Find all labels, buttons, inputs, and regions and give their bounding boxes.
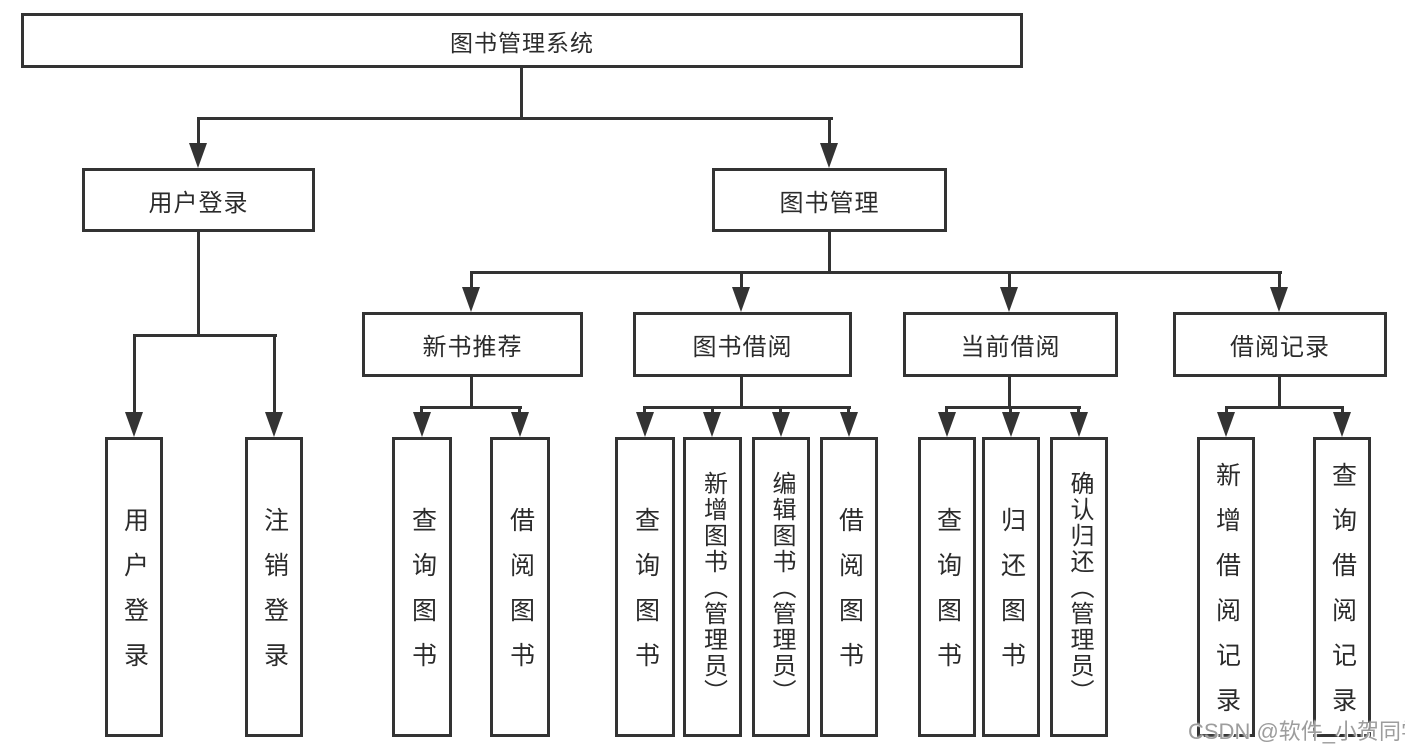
arrowhead-icon [772, 412, 790, 437]
node-root-library-system: 图书管理系统 [21, 13, 1023, 68]
arrowhead-icon [732, 287, 750, 312]
node-label: 图书管理 [779, 189, 880, 217]
connector-line [197, 230, 200, 337]
arrowhead-icon [413, 412, 431, 437]
arrowhead-icon [511, 412, 529, 437]
leaf-query-borrow-record: 查询借阅记录 [1313, 437, 1371, 737]
connector-line [828, 117, 831, 147]
leaf-label: 查询图书 [631, 507, 660, 687]
node-label: 图书借阅 [692, 334, 793, 361]
connector-line [197, 117, 833, 120]
connector-line [133, 334, 277, 337]
leaf-query-books-recommend: 查询图书 [392, 437, 452, 737]
leaf-add-books-admin: 新增图书（管理员） [683, 437, 742, 737]
connector-line [945, 406, 948, 416]
connector-line [520, 66, 523, 120]
connector-line [471, 271, 1282, 274]
arrowhead-icon [938, 412, 956, 437]
connector-line [518, 406, 521, 416]
node-current-borrowing: 当前借阅 [903, 312, 1118, 377]
connector-line [273, 334, 276, 416]
node-new-book-recommendation: 新书推荐 [362, 312, 583, 377]
arrowhead-icon [703, 412, 721, 437]
connector-line [1278, 271, 1281, 291]
csdn-watermark: CSDN @软件_小贺同学 [1188, 719, 1405, 744]
leaf-confirm-return-admin: 确认归还（管理员） [1050, 437, 1108, 737]
leaf-borrow-books-recommend: 借阅图书 [490, 437, 550, 737]
connector-line [740, 375, 743, 409]
leaf-return-books: 归还图书 [982, 437, 1040, 737]
node-label: 用户登录 [148, 189, 249, 217]
connector-line [1009, 406, 1012, 416]
node-label: 借阅记录 [1230, 334, 1330, 361]
leaf-label: 借阅图书 [835, 507, 864, 687]
connector-line [1225, 406, 1228, 416]
arrowhead-icon [462, 287, 480, 312]
connector-line [470, 375, 473, 409]
leaf-edit-books-admin: 编辑图书（管理员） [752, 437, 810, 737]
node-book-borrowing: 图书借阅 [633, 312, 852, 377]
connector-line [1077, 406, 1080, 416]
arrowhead-icon [1000, 287, 1018, 312]
leaf-user-login: 用户登录 [105, 437, 163, 737]
leaf-label: 查询图书 [408, 507, 437, 687]
arrowhead-icon [1333, 412, 1351, 437]
connector-line [1008, 271, 1011, 291]
leaf-label: 注销登录 [260, 507, 289, 687]
connector-line [1278, 375, 1281, 409]
leaf-query-books-current: 查询图书 [918, 437, 976, 737]
leaf-label: 新增图书（管理员） [699, 471, 727, 705]
leaf-label: 借阅图书 [506, 507, 535, 687]
arrowhead-icon [840, 412, 858, 437]
leaf-label: 新增借阅记录 [1212, 462, 1241, 732]
arrowhead-icon [265, 412, 283, 437]
connector-line [644, 406, 851, 409]
arrowhead-icon [1002, 412, 1020, 437]
arrowhead-icon [820, 143, 838, 168]
connector-line [1341, 406, 1344, 416]
leaf-label: 归还图书 [997, 507, 1026, 687]
leaf-label: 用户登录 [120, 507, 149, 687]
leaf-label: 查询图书 [933, 507, 962, 687]
node-book-management: 图书管理 [712, 168, 947, 232]
connector-line [711, 406, 714, 416]
connector-line [847, 406, 850, 416]
node-label: 图书管理系统 [450, 29, 594, 56]
connector-line [1008, 375, 1011, 409]
leaf-query-books-borrow: 查询图书 [615, 437, 675, 737]
node-label: 新书推荐 [422, 334, 523, 361]
arrowhead-icon [1270, 287, 1288, 312]
connector-line [197, 117, 200, 147]
node-borrowing-records: 借阅记录 [1173, 312, 1387, 377]
connector-line [420, 406, 522, 409]
connector-line [133, 334, 136, 416]
leaf-label: 编辑图书（管理员） [768, 471, 795, 705]
connector-line [945, 406, 1081, 409]
leaf-add-borrow-record: 新增借阅记录 [1197, 437, 1255, 737]
arrowhead-icon [1070, 412, 1088, 437]
leaf-borrow-books: 借阅图书 [820, 437, 878, 737]
arrowhead-icon [636, 412, 654, 437]
connector-line [470, 271, 473, 291]
connector-line [779, 406, 782, 416]
arrowhead-icon [125, 412, 143, 437]
node-user-login: 用户登录 [82, 168, 315, 232]
connector-line [420, 406, 423, 416]
connector-line [643, 406, 646, 416]
arrowhead-icon [1217, 412, 1235, 437]
leaf-label: 确认归还（管理员） [1066, 471, 1093, 705]
connector-line [1225, 406, 1344, 409]
leaf-logout: 注销登录 [245, 437, 303, 737]
connector-line [740, 271, 743, 291]
arrowhead-icon [189, 143, 207, 168]
leaf-label: 查询借阅记录 [1328, 462, 1357, 732]
connector-line [828, 230, 831, 274]
node-label: 当前借阅 [960, 334, 1061, 361]
